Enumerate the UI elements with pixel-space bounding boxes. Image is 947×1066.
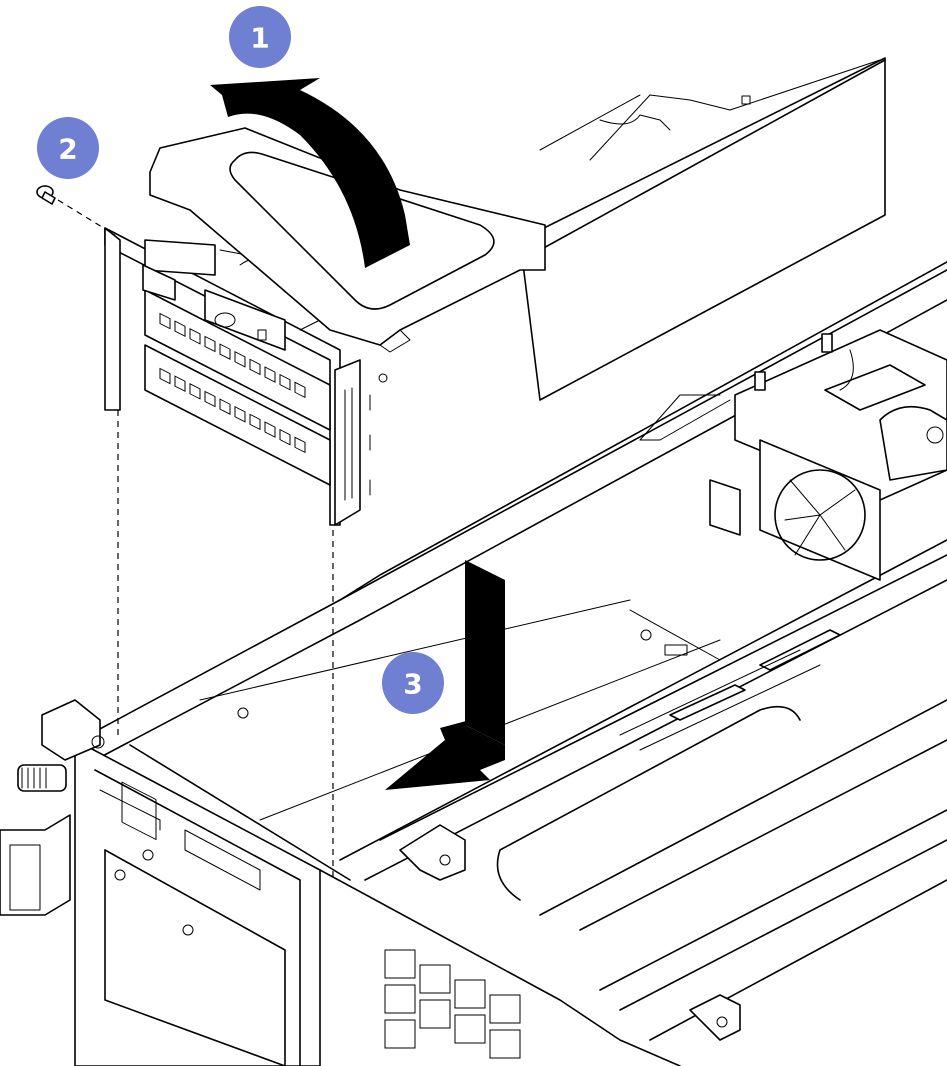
callout-3-label: 3 [403,668,422,701]
rotate-arrow [210,78,410,268]
callout-step-3: 3 [382,652,444,714]
riser-slot-grille [159,312,306,454]
callout-1-label: 1 [250,22,269,55]
screw [36,185,56,205]
callout-2-label: 2 [58,133,77,166]
screw-path-line [57,199,116,236]
fan-assembly [709,329,947,581]
riser-latch-handle [149,127,546,353]
riser-cage [104,57,886,526]
callout-2-circle [37,117,99,179]
callout-1-circle [229,6,291,68]
callout-3-circle [382,652,444,714]
server-chassis [0,261,947,1066]
slide-arrow [385,720,505,790]
down-arrow [465,560,505,745]
callout-step-1: 1 [229,6,291,68]
callout-step-2: 2 [37,117,99,179]
